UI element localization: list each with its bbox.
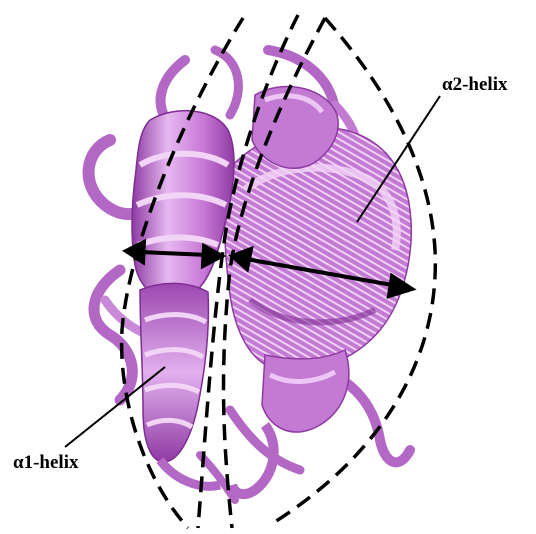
alpha1-arrow-head-right (203, 246, 222, 266)
alpha1-arrow-head-left (126, 242, 144, 262)
alpha2-helix-label: α2-helix (442, 74, 508, 96)
alpha1-helix-label: α1-helix (13, 452, 79, 474)
alpha1-helix-shape (132, 111, 234, 487)
